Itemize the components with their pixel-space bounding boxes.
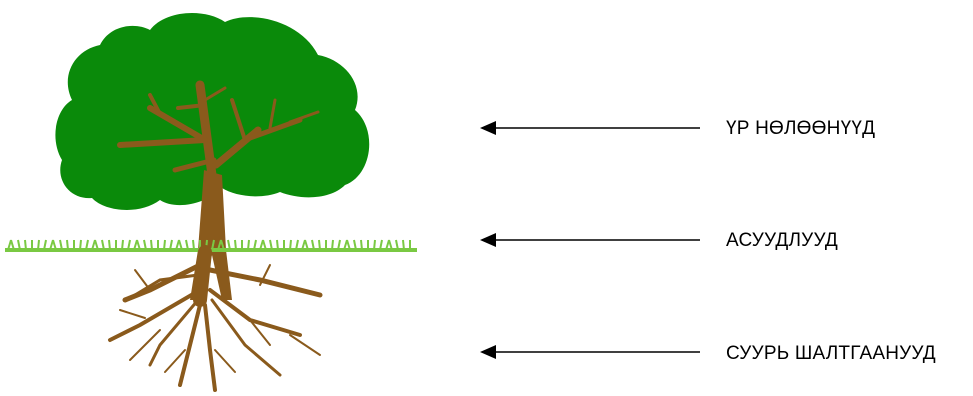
grass-blade xyxy=(269,239,273,251)
grass-blade xyxy=(337,239,341,251)
grass-blade xyxy=(331,239,334,251)
grass-blade xyxy=(150,239,153,251)
grass-blade xyxy=(388,239,393,251)
grass-blade xyxy=(353,239,357,251)
grass-blade xyxy=(234,239,237,251)
grass-blade xyxy=(311,239,315,251)
grass-blade xyxy=(402,239,405,251)
grass-blade xyxy=(121,239,124,251)
tree-branches xyxy=(117,80,320,180)
grass-blade xyxy=(295,239,299,251)
arrow-left-icon xyxy=(480,345,496,359)
problems-label: АСУУДЛУУД xyxy=(726,230,838,251)
grass-blade xyxy=(346,239,351,251)
tree-icon xyxy=(55,12,370,300)
grass-blade xyxy=(276,239,279,251)
tree-canopy xyxy=(55,12,370,210)
grass-blade xyxy=(379,239,383,251)
grass-blade xyxy=(94,239,99,251)
arrow-left-icon xyxy=(480,121,496,135)
grass-blade xyxy=(220,239,225,251)
grass-blade xyxy=(169,239,173,251)
grass-blade xyxy=(247,239,250,251)
grass-blade xyxy=(17,239,21,251)
grass-blade xyxy=(211,239,215,251)
grass-blade xyxy=(192,239,195,251)
grass-blade xyxy=(360,239,363,251)
arrow-left-icon xyxy=(480,233,496,247)
grass-blade xyxy=(43,239,47,251)
grass-blade xyxy=(10,239,15,251)
grass-blade xyxy=(163,239,166,251)
arrow-top xyxy=(480,121,700,135)
grass-blade xyxy=(52,239,57,251)
grass-blade xyxy=(373,239,376,251)
grass-blade xyxy=(79,239,82,251)
grass-blade xyxy=(136,239,141,251)
grass-blade xyxy=(185,239,189,251)
grass-blade xyxy=(318,239,321,251)
grass-blade xyxy=(395,239,399,251)
grass-blade xyxy=(66,239,69,251)
grass-blade xyxy=(178,239,183,251)
grass-blade xyxy=(253,239,257,251)
grass-blade xyxy=(227,239,231,251)
grass-blade xyxy=(24,239,27,251)
effects-label: ҮР НӨЛӨӨНҮҮД xyxy=(726,118,876,139)
grass-blade xyxy=(85,239,89,251)
grass-blade xyxy=(304,239,309,251)
grass-blade xyxy=(143,239,147,251)
grass-blade xyxy=(108,239,111,251)
grass-blade xyxy=(262,239,267,251)
roots-icon xyxy=(108,245,323,392)
grass-blade xyxy=(59,239,63,251)
grass-blade xyxy=(37,239,40,251)
grass-blade xyxy=(101,239,105,251)
root-causes-label: СУУРЬ ШАЛТГААНУУД xyxy=(726,343,936,364)
arrow-middle xyxy=(480,233,700,247)
arrow-bottom xyxy=(480,345,700,359)
grass-blade xyxy=(127,239,131,251)
grass-blade xyxy=(289,239,292,251)
